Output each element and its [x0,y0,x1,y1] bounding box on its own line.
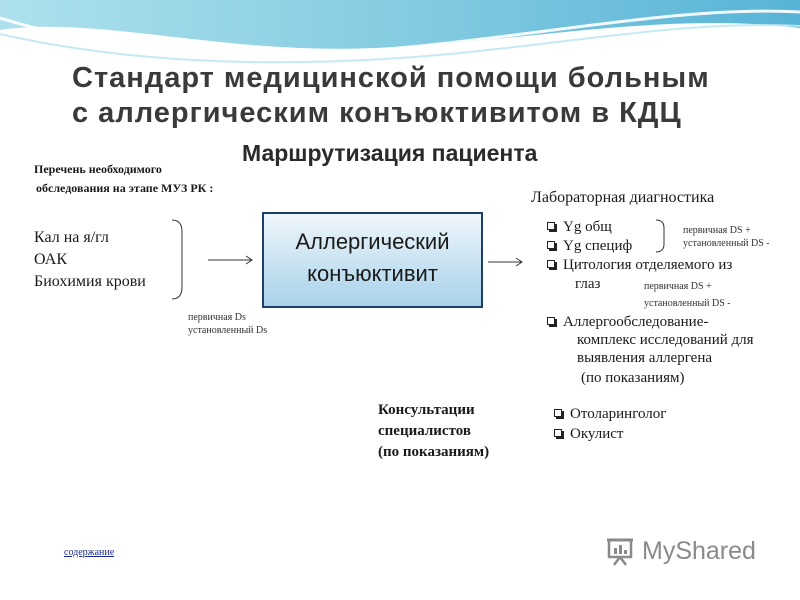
list-item: ОАК [34,251,67,268]
lab-item: Цитология отделяемого из [547,256,732,274]
checkbox-bullet-icon [547,317,555,325]
left-heading-line-2: обследования на этапе МУЗ РК : [36,181,214,195]
diagnosis-line-2: конъюктивит [307,261,438,286]
allergy-test-line-2: комплекс исследований для [577,332,754,348]
left-note-line-1: первичная Ds [188,312,246,323]
lab-item: Yg специф [547,237,632,255]
checkbox-bullet-icon [547,241,555,249]
lab-item: Yg общ [547,218,612,236]
page-subtitle: Маршрутизация пациента [242,140,538,166]
header-wave-decoration [0,0,800,64]
contents-link[interactable]: содержание [64,547,115,558]
consult-heading-line-3: (по показаниям) [378,444,490,460]
lab-item-continuation: глаз [575,276,601,292]
presentation-board-icon [607,538,633,566]
allergy-test-line-4: (по показаниям) [581,370,685,386]
page-title-line-1: Стандарт медицинской помощи больным [72,62,710,94]
consult-heading-line-2: специалистов [378,423,471,439]
checkbox-bullet-icon [547,222,555,230]
left-heading-line-1: Перечень необходимого [34,162,162,176]
specialist-item: Отоларинголог [554,405,666,423]
checkbox-bullet-icon [554,429,562,437]
list-item: Биохимия крови [34,273,146,290]
cytology-note-line-2: установленный DS - [644,298,731,309]
diagnosis-line-1: Аллергический [295,229,450,254]
list-item: Кал на я/гл [34,229,109,246]
checkbox-bullet-icon [554,409,562,417]
logo-text: MyShared [642,536,756,565]
page-title-line-2: с аллергическим конъюктивитом в КДЦ [72,97,682,129]
allergy-test-item: Аллергообследование- [547,313,708,331]
left-note-line-2: установленный Ds [188,325,268,336]
myshared-logo: MyShared [606,536,756,566]
specialist-item: Окулист [554,425,623,443]
consult-heading-line-1: Консультации [378,402,475,418]
diagnosis-box: Аллергический конъюктивит [262,212,483,308]
checkbox-bullet-icon [547,260,555,268]
lab-heading: Лабораторная диагностика [531,189,715,206]
allergy-test-line-3: выявления аллергена [577,350,713,366]
cytology-note-line-1: первичная DS + [644,281,712,292]
lab-bracket-note-line-2: установленный DS - [683,238,770,249]
lab-bracket-note-line-1: первичная DS + [683,225,751,236]
left-exam-list: Кал на я/гл ОАК Биохимия крови [34,227,146,293]
